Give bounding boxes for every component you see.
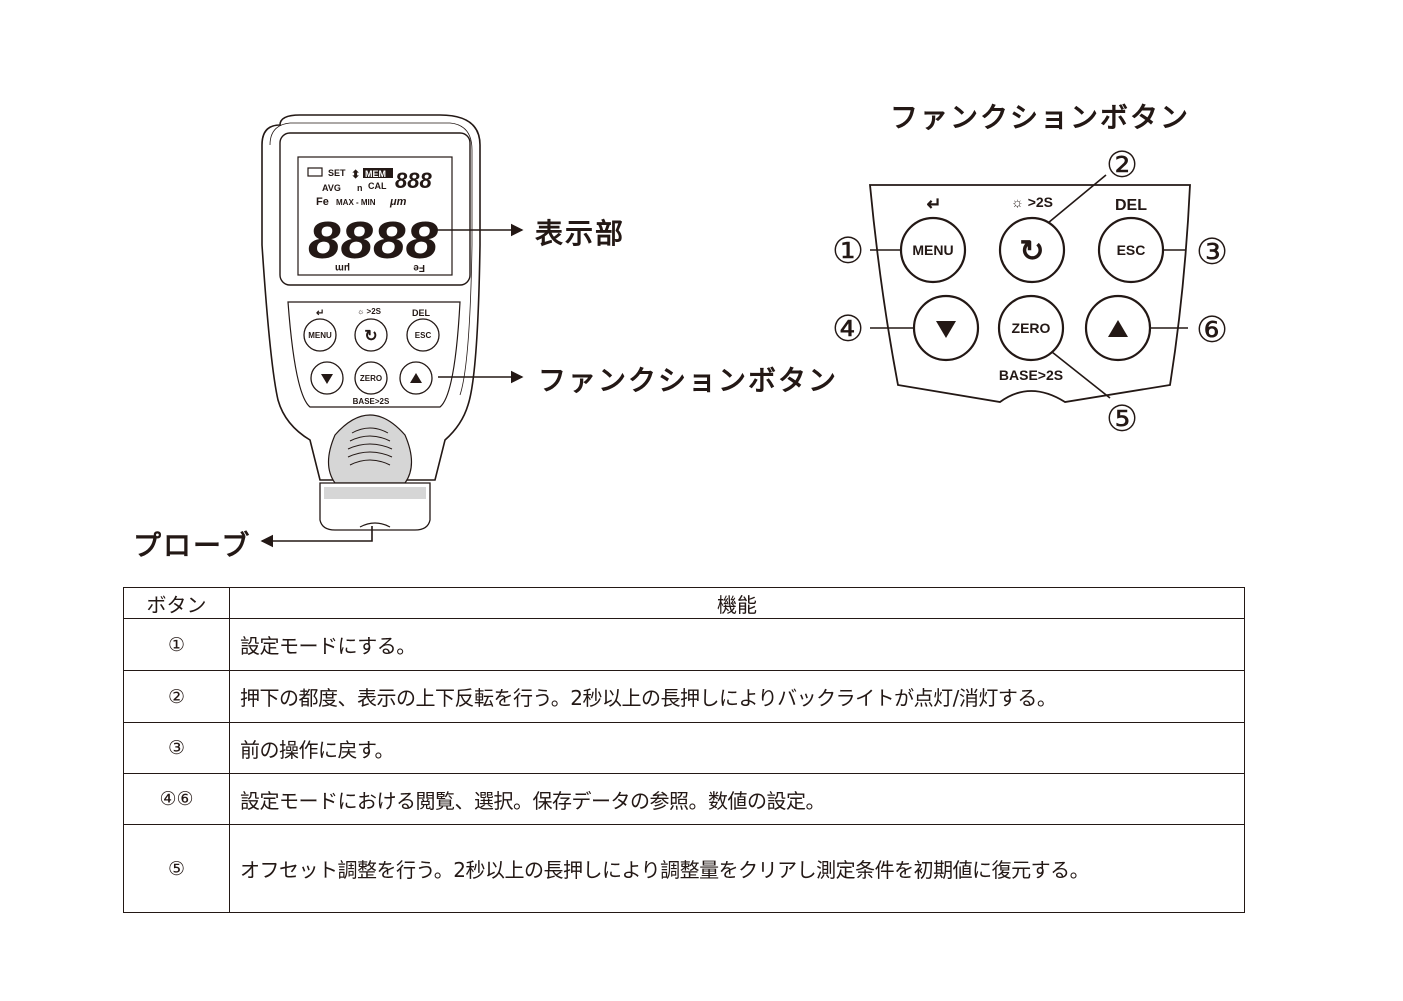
table-row: ① 設定モードにする。 xyxy=(123,618,1245,671)
table-row: ③ 前の操作に戻す。 xyxy=(123,722,1245,774)
device-base-label: BASE>2S xyxy=(353,397,390,406)
device-illustration: SET ⬍ MEM 888 AVG n CAL Fe MAX - MIN μm … xyxy=(261,114,481,531)
lcd-n: n xyxy=(357,183,363,193)
num-4: ④ xyxy=(832,308,864,349)
row-button: ④⑥ xyxy=(123,773,230,825)
panel-base-label: BASE>2S xyxy=(999,367,1063,383)
rotate-icon: ↻ xyxy=(1019,235,1044,268)
panel-up-arrow-icon xyxy=(1108,320,1128,337)
row-button: ① xyxy=(123,618,230,671)
menu-label: MENU xyxy=(912,242,953,258)
lcd-mem: MEM xyxy=(365,169,386,179)
device-esc-label: ESC xyxy=(415,331,432,340)
num-2: ② xyxy=(1106,144,1138,185)
callout-arrows xyxy=(260,223,524,548)
row-button: ③ xyxy=(123,722,230,774)
table-row: ⑤ オフセット調整を行う。2秒以上の長押しにより調整量をクリアし測定条件を初期値… xyxy=(123,824,1245,913)
del-label: DEL xyxy=(412,308,431,318)
probe-arrow xyxy=(260,526,373,548)
num-3: ③ xyxy=(1196,231,1228,272)
lcd-fe-flipped: Fe xyxy=(413,262,425,273)
panel-del-label: DEL xyxy=(1115,197,1147,214)
row-function: 押下の都度、表示の上下反転を行う。2秒以上の長押しによりバックライトが点灯/消灯… xyxy=(229,670,1245,723)
esc-label: ESC xyxy=(1117,242,1146,258)
lcd-unit: μm xyxy=(389,196,407,208)
lcd-mem-digits: 888 xyxy=(395,168,432,193)
panel-light-label: ☼ >2S xyxy=(1011,194,1053,210)
device-menu-button[interactable] xyxy=(303,318,337,352)
header-function: 機能 xyxy=(229,587,1245,619)
zero-label: ZERO xyxy=(1012,320,1051,336)
grip xyxy=(327,414,413,484)
lcd-main-digits: 8888 xyxy=(308,212,438,270)
probe-callout: プローブ xyxy=(133,529,252,562)
panel-title: ファンクションボタン xyxy=(890,101,1191,134)
function-table: ボタン 機能 ① 設定モードにする。 ② 押下の都度、表示の上下反転を行う。2秒… xyxy=(123,587,1245,913)
down-arrow-icon xyxy=(321,374,333,384)
header-button: ボタン xyxy=(123,587,230,619)
row-function: 設定モードにおける閲覧、選択。保存データの参照。数値の設定。 xyxy=(229,773,1245,825)
enter-icon: ↵ xyxy=(316,308,324,319)
row-function: 設定モードにする。 xyxy=(229,618,1245,671)
device-flip-button[interactable] xyxy=(354,318,388,352)
device-menu-label: MENU xyxy=(308,331,332,340)
row-function: 前の操作に戻す。 xyxy=(229,722,1245,774)
display-callout: 表示部 xyxy=(535,217,626,250)
panel-enter-icon: ↵ xyxy=(926,194,941,214)
table-header-row: ボタン 機能 xyxy=(123,587,1245,619)
lcd-cal: CAL xyxy=(368,181,387,191)
function-panel: ↵ ☼ >2S DEL MENU ↻ ESC ZERO BASE>2S ① ② … xyxy=(832,144,1228,439)
function-callout: ファンクションボタン xyxy=(538,364,839,397)
up-arrow-icon xyxy=(410,373,422,383)
num-1: ① xyxy=(832,230,864,271)
num-6: ⑥ xyxy=(1196,309,1228,350)
row-function: オフセット調整を行う。2秒以上の長押しにより調整量をクリアし測定条件を初期値に復… xyxy=(229,824,1245,913)
lcd-set: SET xyxy=(328,168,346,178)
panel-down-arrow-icon xyxy=(936,321,956,338)
table-row: ② 押下の都度、表示の上下反転を行う。2秒以上の長押しによりバックライトが点灯/… xyxy=(123,670,1245,723)
table-row: ④⑥ 設定モードにおける閲覧、選択。保存データの参照。数値の設定。 xyxy=(123,773,1245,825)
lcd-unit-flipped: μm xyxy=(335,262,350,273)
row-button: ② xyxy=(123,670,230,723)
lcd-fe: Fe xyxy=(316,196,329,208)
device-esc-button[interactable] xyxy=(406,318,440,352)
zero-button[interactable] xyxy=(997,294,1065,362)
flip-icon: ↻ xyxy=(364,328,377,345)
lcd-avg: AVG xyxy=(322,183,341,193)
device-zero-label: ZERO xyxy=(360,374,382,383)
num-5: ⑤ xyxy=(1106,398,1138,439)
lcd-max-min: MAX - MIN xyxy=(336,198,376,207)
row-button: ⑤ xyxy=(123,824,230,913)
light-label: ☼ >2S xyxy=(357,307,382,316)
device-zero-button[interactable] xyxy=(354,361,388,395)
flip-light-button[interactable] xyxy=(998,216,1066,284)
lcd-updown-icon: ⬍ xyxy=(351,169,360,181)
